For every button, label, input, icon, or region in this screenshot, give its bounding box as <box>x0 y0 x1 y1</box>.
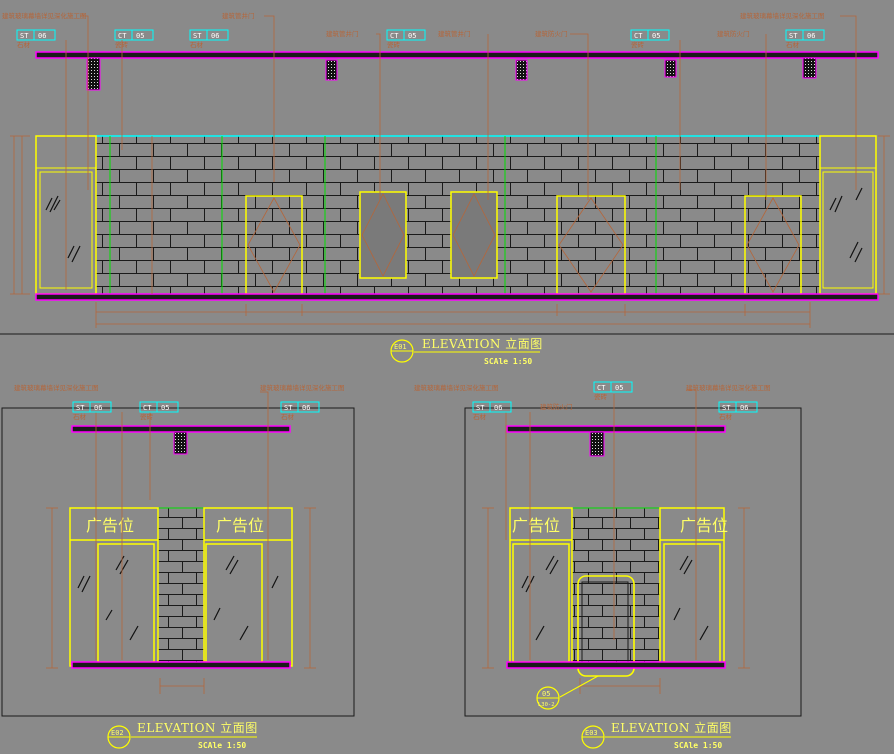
ad-space-label: 广告位 <box>512 516 560 535</box>
material-tag: CT 05 瓷砖 <box>114 29 154 49</box>
detail-sheet: L30-2 <box>538 702 555 708</box>
tag-number: 06 <box>807 32 815 40</box>
elevation-id: E01 <box>394 343 407 351</box>
material-tag: ST 06 石材 <box>472 401 512 421</box>
material-tag: CT 05 瓷砖 <box>139 401 179 421</box>
material-tag: ST 06 石材 <box>189 29 229 49</box>
callout-label: 建筑防火门 <box>540 402 573 411</box>
tag-code: CT <box>634 32 643 40</box>
callout-label: 建筑防火门 <box>717 29 750 38</box>
e03-title-block: E03 ELEVATION 立面图 SCAle 1:50 <box>581 720 732 750</box>
tag-code: ST <box>284 404 293 412</box>
e01-material-tags: ST 06 石材 CT 05 瓷砖 ST 06 石材 CT <box>16 29 825 49</box>
tag-number: 06 <box>740 404 748 412</box>
tag-code: CT <box>118 32 127 40</box>
material-tag: ST 06 石材 <box>72 401 112 421</box>
ad-space-label: 广告位 <box>680 516 728 535</box>
callout-label: 建筑玻璃幕墙详见深化施工图 <box>740 11 825 20</box>
tag-material: 瓷砖 <box>140 412 154 421</box>
elevation-e02: 广告位 广告位 <box>1 383 355 750</box>
tag-code: ST <box>476 404 485 412</box>
elevation-scale: SCAle 1:50 <box>484 357 532 366</box>
elevation-title: ELEVATION 立面图 <box>137 720 258 735</box>
tag-number: 06 <box>94 404 102 412</box>
detail-reference-bubble[interactable]: 05 L30-2 <box>536 675 599 710</box>
tag-code: ST <box>193 32 202 40</box>
tag-material: 石材 <box>73 412 87 421</box>
callout-label: 建筑玻璃幕墙详见深化施工图 <box>414 383 499 392</box>
tag-code: ST <box>789 32 798 40</box>
tag-material: 石材 <box>17 40 31 49</box>
tag-material: 瓷砖 <box>594 392 608 401</box>
detail-number: 05 <box>542 690 550 698</box>
tag-number: 06 <box>302 404 310 412</box>
material-tag: ST 06 石材 <box>16 29 56 49</box>
tag-code: CT <box>143 404 152 412</box>
tag-material: 石材 <box>786 40 800 49</box>
tag-material: 石材 <box>473 412 487 421</box>
material-tag: ST 06 石材 <box>785 29 825 49</box>
tag-code: CT <box>597 384 606 392</box>
e01-title-block: E01 ELEVATION 立面图 SCAle 1:50 <box>390 336 543 366</box>
tag-code: ST <box>76 404 85 412</box>
elevation-title: ELEVATION 立面图 <box>422 336 543 351</box>
tag-code: ST <box>722 404 731 412</box>
material-tag: CT 05 瓷砖 <box>630 29 670 49</box>
material-tag: CT 05 瓷砖 <box>386 29 426 49</box>
elevation-scale: SCAle 1:50 <box>198 741 246 750</box>
tag-material: 石材 <box>719 412 733 421</box>
elevation-scale: SCAle 1:50 <box>674 741 722 750</box>
elevation-id: E02 <box>111 729 124 737</box>
callout-label: 建筑管井门 <box>326 29 359 38</box>
tag-number: 05 <box>136 32 144 40</box>
tag-code: ST <box>20 32 29 40</box>
ad-space-label: 广告位 <box>216 516 264 535</box>
tag-number: 05 <box>408 32 416 40</box>
material-tag: CT 05 瓷砖 <box>593 381 633 401</box>
tag-material: 石材 <box>281 412 295 421</box>
material-tag: ST 06 石材 <box>718 401 758 421</box>
material-tag: ST 06 石材 <box>280 401 320 421</box>
callout-label: 建筑玻璃幕墙详见深化施工图 <box>260 383 345 392</box>
elevation-e01: ST 06 石材 CT 05 瓷砖 ST 06 石材 CT <box>0 11 894 366</box>
tag-number: 06 <box>494 404 502 412</box>
tag-material: 瓷砖 <box>387 40 401 49</box>
elevation-e03: 广告位 广告位 <box>414 381 802 750</box>
tag-number: 05 <box>615 384 623 392</box>
tag-material: 瓷砖 <box>631 40 645 49</box>
callout-label: 建筑玻璃幕墙详见深化施工图 <box>14 383 99 392</box>
tag-material: 石材 <box>190 40 204 49</box>
tag-number: 06 <box>38 32 46 40</box>
tag-number: 06 <box>211 32 219 40</box>
tag-number: 05 <box>161 404 169 412</box>
callout-label: 建筑玻璃幕墙详见深化施工图 <box>686 383 771 392</box>
ad-space-label: 广告位 <box>86 516 134 535</box>
callout-label: 建筑防火门 <box>535 29 568 38</box>
callout-label: 建筑玻璃幕墙详见深化施工图 <box>2 11 87 20</box>
elevation-title: ELEVATION 立面图 <box>611 720 732 735</box>
elevation-id: E03 <box>585 729 598 737</box>
callout-label: 建筑管井门 <box>438 29 471 38</box>
e02-title-block: E02 ELEVATION 立面图 SCAle 1:50 <box>107 720 258 750</box>
tag-number: 05 <box>652 32 660 40</box>
tag-code: CT <box>390 32 399 40</box>
callout-label: 建筑管井门 <box>222 11 255 20</box>
